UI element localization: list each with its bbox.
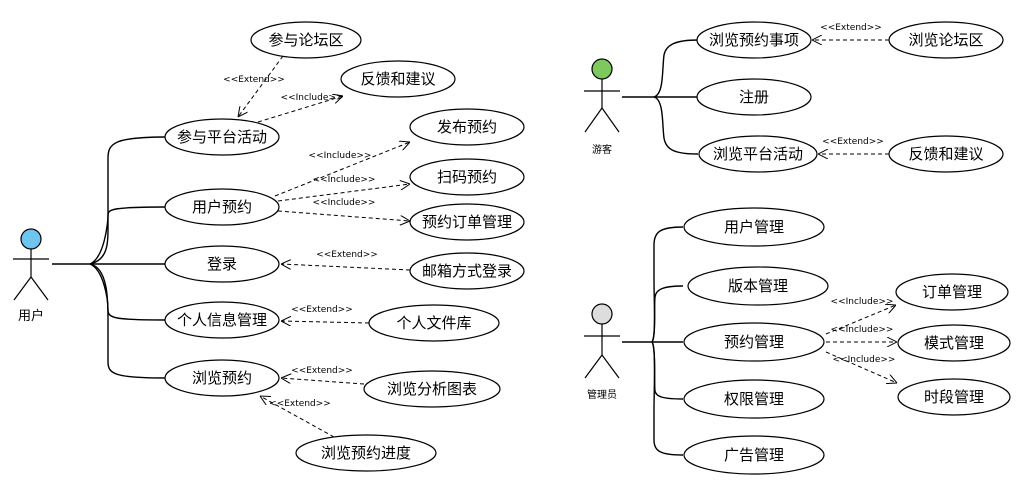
uc-booking-order-mgmt-label: 预约订单管理 <box>422 213 512 231</box>
uc-user-booking-label: 用户预约 <box>192 198 252 216</box>
uc-version-mgmt-label: 版本管理 <box>728 277 788 295</box>
uc-browse-items-label: 浏览预约事项 <box>709 31 799 49</box>
uc-personal-files-label: 个人文件库 <box>396 314 471 332</box>
uc-user-feedback: 反馈和建议 <box>340 60 456 98</box>
rel-files-extend <box>281 321 370 323</box>
stereo-slot-mgmt-include: <<Include>> <box>833 355 896 365</box>
stereo-guest-feedback-extend: <<Extend>> <box>822 137 884 147</box>
uc-guest-feedback-label: 反馈和建议 <box>908 145 983 163</box>
uc-browse-activity: 浏览平台活动 <box>698 135 818 173</box>
guest-actor-head <box>591 58 613 80</box>
uc-order-mgmt-label: 订单管理 <box>922 283 982 301</box>
rel-feedback-include <box>257 96 343 123</box>
stereo-forum-extend: <<Extend>> <box>223 75 285 85</box>
guest-relations <box>812 40 889 154</box>
uc-publish-booking-label: 发布预约 <box>437 118 497 136</box>
rel-slot-mgmt-include <box>825 351 897 383</box>
uc-browse-charts-label: 浏览分析图表 <box>387 380 477 398</box>
uc-browse-forum-label: 浏览论坛区 <box>908 31 983 49</box>
admin-associations <box>622 226 684 456</box>
uc-user-mgmt: 用户管理 <box>683 207 825 247</box>
uc-publish-booking: 发布预约 <box>409 108 525 146</box>
rel-order-mgmt-include <box>825 305 896 335</box>
uc-user-feedback-label: 反馈和建议 <box>360 70 435 88</box>
uc-browse-items: 浏览预约事项 <box>696 21 812 59</box>
user-associations <box>52 136 167 379</box>
guest-actor: 游客 <box>584 58 620 156</box>
stereo-files-extend: <<Extend>> <box>291 305 353 315</box>
rel-forum-extend <box>238 55 284 117</box>
uc-browse-forum: 浏览论坛区 <box>888 21 1004 59</box>
uc-booking-mgmt: 预约管理 <box>683 322 825 362</box>
uc-ad-mgmt-label: 广告管理 <box>724 446 784 464</box>
uc-slot-mgmt-label: 时段管理 <box>924 388 984 406</box>
uc-email-login: 邮箱方式登录 <box>409 252 525 290</box>
uc-participate-activity: 参与平台活动 <box>164 118 280 156</box>
uc-user-mgmt-label: 用户管理 <box>724 218 784 236</box>
stereo-publish-include: <<Include>> <box>309 151 372 161</box>
uc-register-label: 注册 <box>739 88 769 106</box>
uc-booking-order-mgmt: 预约订单管理 <box>409 203 525 241</box>
uc-participate-forum-label: 参与论坛区 <box>268 31 343 49</box>
stereo-email-extend: <<Extend>> <box>316 250 378 260</box>
guest-associations <box>622 39 699 155</box>
uc-login-label: 登录 <box>207 255 237 273</box>
uc-register: 注册 <box>696 78 812 116</box>
uc-version-mgmt: 版本管理 <box>687 266 829 306</box>
uc-personal-info-mgmt-label: 个人信息管理 <box>177 311 267 329</box>
uc-login: 登录 <box>164 245 280 283</box>
stereo-charts-extend: <<Extend>> <box>291 366 353 376</box>
rel-publish-include <box>274 142 410 197</box>
user-actor-head <box>20 228 42 250</box>
user-stereotypes: <<Extend>> <<Include>> <<Include>> <<Inc… <box>223 75 378 409</box>
uc-email-login-label: 邮箱方式登录 <box>422 262 512 280</box>
admin-relations <box>825 305 897 383</box>
admin-actor-head <box>591 303 613 325</box>
uc-participate-forum: 参与论坛区 <box>250 21 362 59</box>
uc-permission-mgmt: 权限管理 <box>683 379 825 419</box>
uc-scan-booking: 扫码预约 <box>409 158 525 196</box>
stereo-order-include: <<Include>> <box>313 198 376 208</box>
uc-personal-files: 个人文件库 <box>368 304 500 342</box>
uc-slot-mgmt: 时段管理 <box>897 378 1011 416</box>
stereo-feedback-include: <<Include>> <box>281 93 344 103</box>
rel-order-include <box>277 210 410 221</box>
uc-permission-mgmt-label: 权限管理 <box>724 390 784 408</box>
stereo-progress-extend: <<Extend>> <box>269 399 331 409</box>
uc-scan-booking-label: 扫码预约 <box>437 168 497 186</box>
uc-booking-mgmt-label: 预约管理 <box>724 333 784 351</box>
uc-order-mgmt: 订单管理 <box>895 273 1009 311</box>
uc-mode-mgmt-label: 模式管理 <box>924 334 984 352</box>
uc-browse-activity-label: 浏览平台活动 <box>713 145 803 163</box>
uc-browse-booking-label: 浏览预约 <box>192 369 252 387</box>
rel-email-extend <box>281 264 411 271</box>
stereo-mode-mgmt-include: <<Include>> <box>831 325 894 335</box>
uc-ad-mgmt: 广告管理 <box>683 435 825 475</box>
stereo-scan-include: <<Include>> <box>313 175 376 185</box>
uc-participate-activity-label: 参与平台活动 <box>177 128 267 146</box>
stereo-order-mgmt-include: <<Include>> <box>831 297 894 307</box>
admin-actor-label: 管理员 <box>587 388 617 401</box>
uc-user-booking: 用户预约 <box>164 188 280 226</box>
rel-progress-extend <box>260 396 335 438</box>
user-relations <box>238 55 411 438</box>
uc-browse-charts: 浏览分析图表 <box>363 370 501 408</box>
uc-browse-progress-label: 浏览预约进度 <box>321 444 411 462</box>
guest-stereotypes: <<Extend>> <<Extend>> <box>820 23 884 147</box>
admin-stereotypes: <<Include>> <<Include>> <<Include>> <box>831 297 896 365</box>
guest-actor-label: 游客 <box>592 143 612 156</box>
rel-charts-extend <box>281 378 365 385</box>
stereo-browse-forum-extend: <<Extend>> <box>820 23 882 33</box>
rel-scan-include <box>277 184 410 202</box>
uc-mode-mgmt: 模式管理 <box>897 324 1011 362</box>
uc-personal-info-mgmt: 个人信息管理 <box>164 301 280 339</box>
uc-browse-booking: 浏览预约 <box>164 359 280 397</box>
uc-guest-feedback: 反馈和建议 <box>888 135 1004 173</box>
admin-actor: 管理员 <box>584 303 620 401</box>
user-actor-label: 用户 <box>18 308 44 324</box>
uc-browse-progress: 浏览预约进度 <box>295 434 437 472</box>
user-actor: 用户 <box>13 228 49 324</box>
